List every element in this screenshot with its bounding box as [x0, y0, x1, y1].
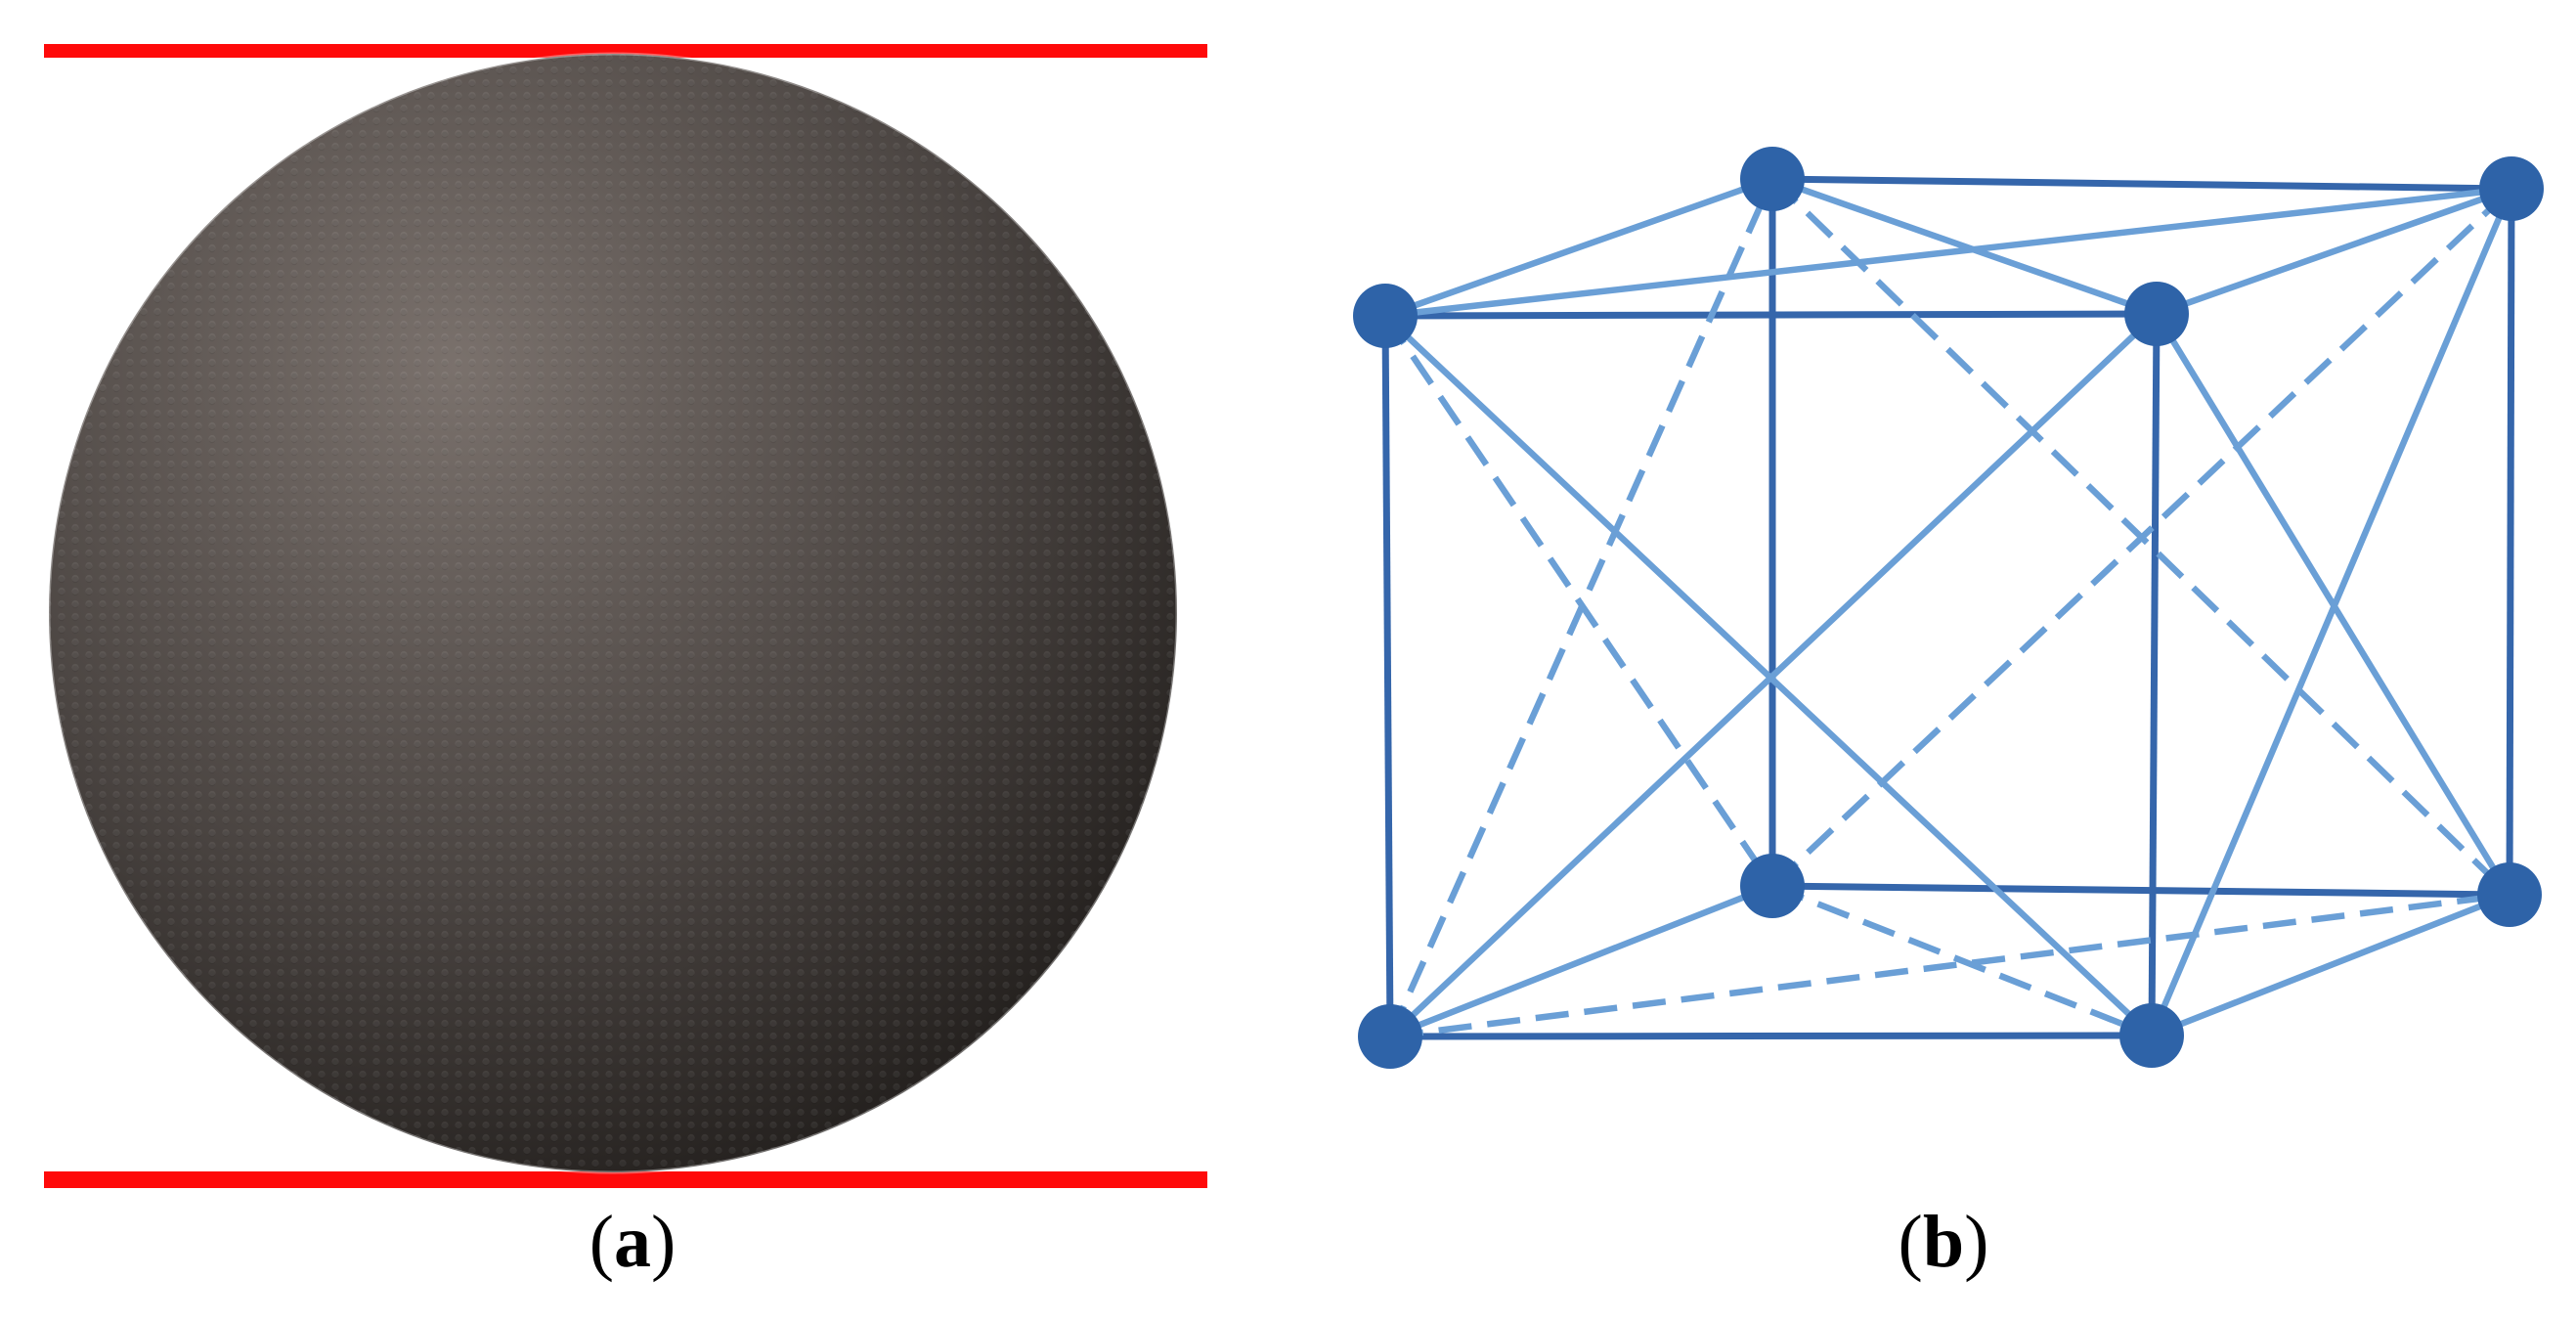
lattice-edge-front-bottom-left-to-back-bottom-left	[1388, 882, 1774, 1040]
lattice-edge-front-bottom-right-to-back-top-right	[2149, 187, 2514, 1037]
top-plate	[44, 44, 1207, 58]
lattice-edge-front-top-right-to-front-bottom-right	[2148, 313, 2161, 1036]
lattice-edge-front-top-left-to-back-top-right	[1384, 185, 2512, 320]
lattice-edge-front-top-left-to-front-bottom-right	[1382, 313, 2155, 1038]
lattice-edge-front-bottom-right-to-back-bottom-right	[2150, 891, 2511, 1039]
panel-a-caption: (a)	[589, 1201, 677, 1283]
lattice-edge-front-top-right-to-back-top-right	[2155, 185, 2513, 318]
lattice-node-front-bottom-right	[2119, 1003, 2184, 1068]
lattice-edge-back-top-left-to-back-top-right	[1771, 175, 2512, 193]
lattice-node-front-top-right	[2124, 282, 2189, 346]
lattice-node-back-bottom-right	[2477, 862, 2542, 927]
panel-b-caption: (b)	[1898, 1201, 1989, 1283]
lattice-edge-front-top-right-to-back-bottom-right	[2154, 312, 2512, 897]
lattice-edge-back-top-right-to-back-bottom-right	[2506, 188, 2515, 896]
lattice-edge-front-top-left-to-back-top-left	[1383, 175, 1774, 320]
lattice-edge-back-bottom-left-to-front-bottom-right	[1770, 882, 2154, 1039]
lattice-edge-back-bottom-left-to-back-bottom-right	[1771, 882, 2511, 899]
lattice-edge-back-bottom-left-to-back-top-right	[1769, 186, 2514, 889]
lattice-edge-front-bottom-left-to-back-bottom-right	[1389, 891, 2511, 1040]
particle-sphere	[47, 52, 1179, 1174]
lattice-nodes	[1353, 147, 2544, 1069]
lattice-node-back-bottom-left	[1740, 854, 1805, 918]
lattice-edge-front-bottom-left-to-front-top-right	[1387, 311, 2160, 1039]
lattice-node-front-top-left	[1353, 284, 1418, 348]
lattice-edge-front-top-left-to-back-bottom-left	[1382, 314, 1775, 888]
lattice-edge-back-top-left-to-front-top-right	[1770, 175, 2159, 318]
lattice-node-back-top-right	[2479, 156, 2544, 221]
lattice-node-front-bottom-left	[1358, 1004, 1422, 1069]
lattice-node-back-top-left	[1740, 147, 1805, 211]
lattice-edge-front-top-left-to-front-bottom-left	[1381, 315, 1394, 1037]
bottom-plate	[44, 1171, 1207, 1188]
lattice-edges	[1381, 175, 2515, 1040]
